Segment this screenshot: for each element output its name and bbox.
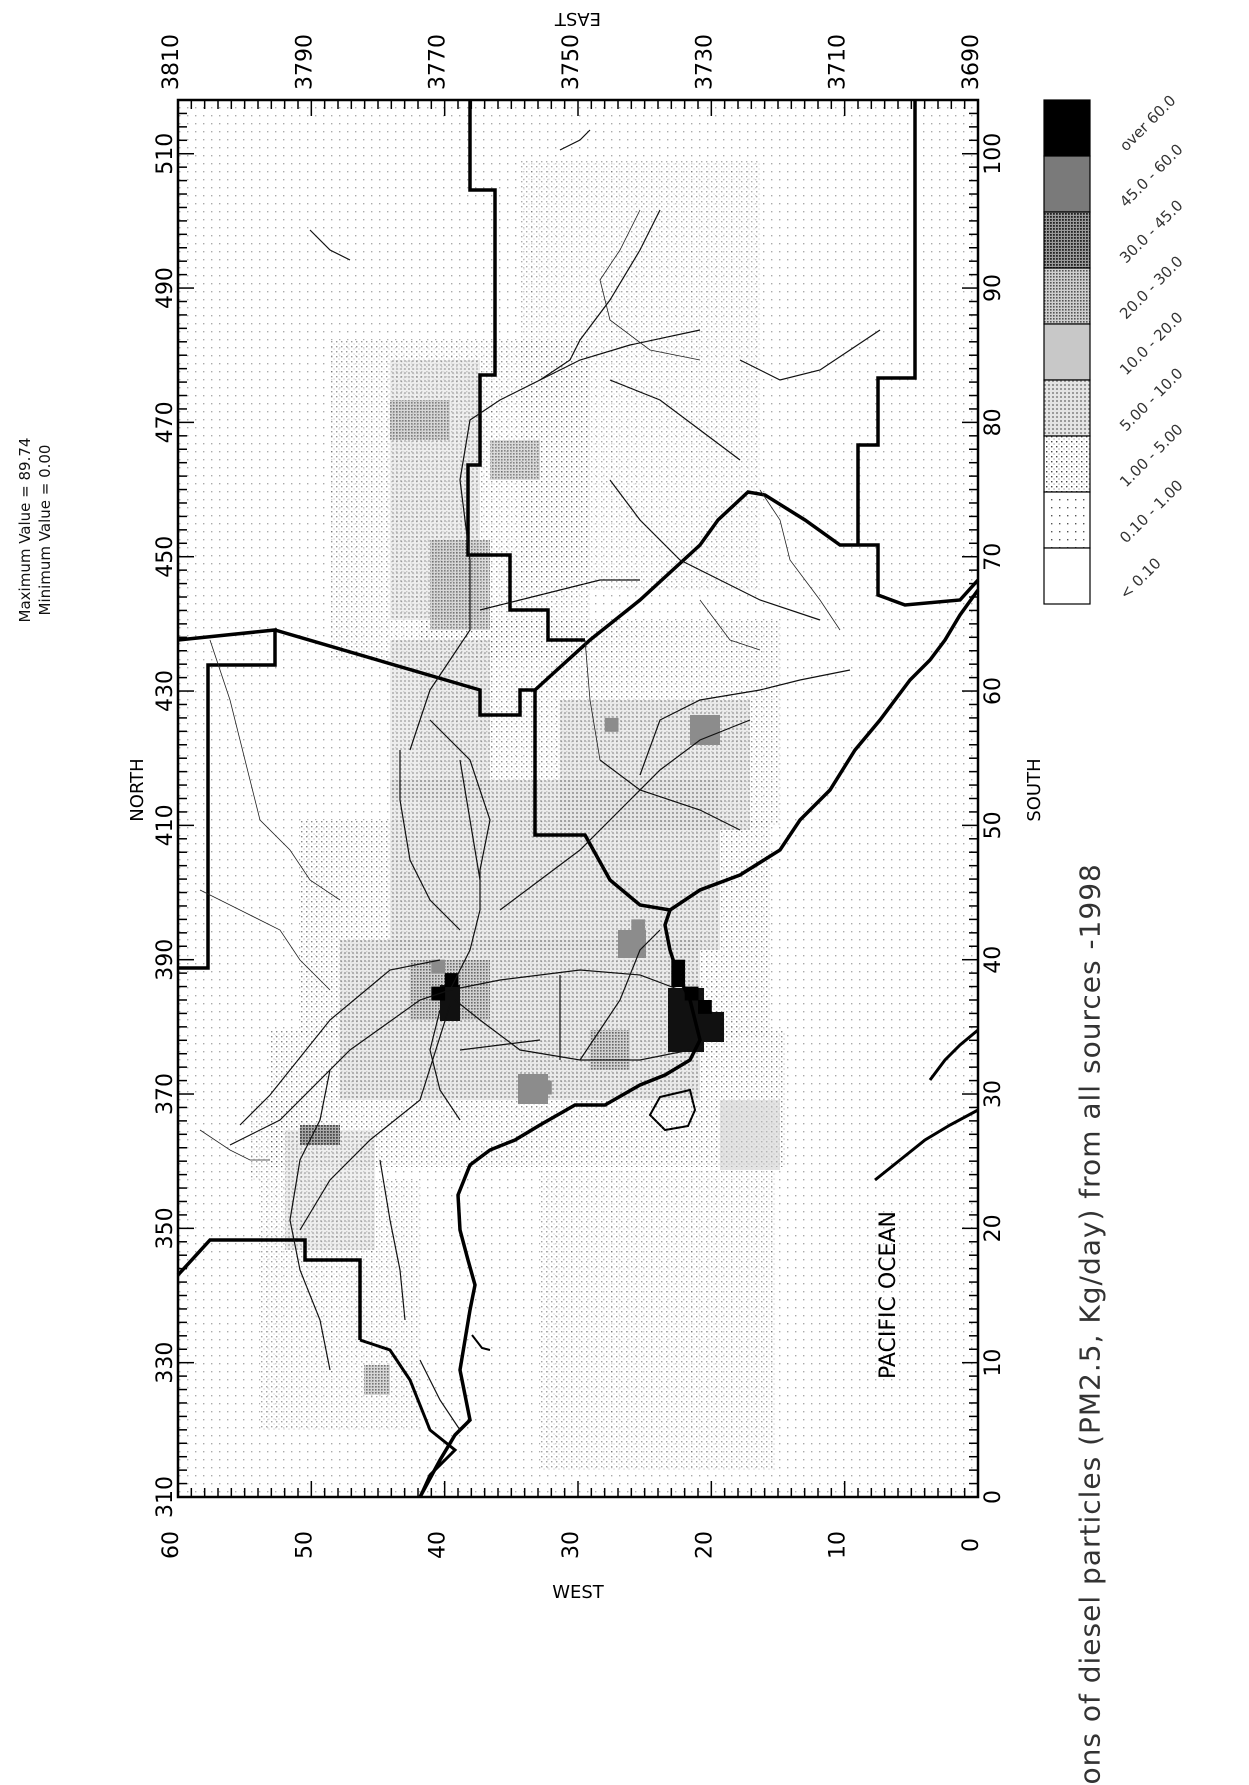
figure-caption: ons of diesel particles (PM2.5, Kg/day) …	[1073, 863, 1107, 1785]
hotspot-cell	[538, 1080, 552, 1095]
axis-tick-labels: 310 330 350 370 390 410 430 450 470 490 510 0 10 20 30…	[153, 34, 1006, 1559]
north-tick-label: 410	[153, 804, 178, 846]
south-tick-label: 100	[981, 133, 1006, 175]
south-tick-label: 20	[981, 1214, 1006, 1242]
north-label: NORTH	[127, 758, 148, 821]
hotspot-cell	[444, 973, 459, 987]
hotspot-cell	[631, 919, 646, 934]
road-network	[229, 129, 881, 1431]
north-tick-label: 350	[153, 1207, 178, 1249]
legend-swatch	[1043, 211, 1091, 269]
east-label: EAST	[554, 8, 601, 29]
west-tick-label: 50	[292, 1531, 317, 1559]
emission-cells	[178, 100, 978, 1497]
north-tick-label: 390	[153, 939, 178, 981]
north-tick-label: 310	[153, 1476, 178, 1518]
north-tick-label: 450	[153, 536, 178, 578]
south-tick-label: 60	[981, 677, 1006, 705]
west-tick-label: 20	[692, 1531, 717, 1559]
west-label: WEST	[552, 1582, 605, 1603]
west-tick-label: 0	[959, 1538, 984, 1552]
north-tick-label: 430	[153, 670, 178, 712]
legend: over 60.045.0 - 60.030.0 - 45.020.0 - 30…	[1043, 91, 1187, 605]
west-tick-label: 40	[426, 1531, 451, 1559]
emissions-grid-map: 310 330 350 370 390 410 430 450 470 490 510 0 10 20 30…	[127, 8, 1187, 1603]
legend-swatch	[1043, 491, 1091, 549]
south-tick-label: 40	[981, 946, 1006, 974]
map-figure-page: Maximum Value = 89.74 Minimum Value = 0.…	[16, 8, 1187, 1785]
south-tick-label: 70	[981, 543, 1006, 571]
hotspot-cell	[698, 1000, 712, 1014]
legend-swatch	[1043, 547, 1091, 605]
north-tick-label: 510	[153, 133, 178, 175]
water-courses	[199, 209, 841, 1161]
legend-swatch	[1043, 323, 1091, 381]
north-tick-label: 370	[153, 1073, 178, 1115]
legend-swatch	[1043, 435, 1091, 493]
north-tick-label: 490	[153, 267, 178, 309]
axis-tick-marks	[177, 99, 979, 1498]
south-tick-label: 10	[981, 1349, 1006, 1377]
legend-swatch	[1043, 267, 1091, 325]
legend-label: < 0.10	[1116, 554, 1165, 603]
south-tick-label: 30	[981, 1080, 1006, 1108]
north-tick-label: 470	[153, 401, 178, 443]
south-label: SOUTH	[1024, 758, 1045, 821]
east-tick-label: 3710	[826, 34, 851, 90]
east-tick-label: 3690	[959, 34, 984, 90]
south-tick-label: 80	[981, 408, 1006, 436]
county-boundaries	[176, 100, 980, 1498]
south-tick-label: 50	[981, 811, 1006, 839]
east-tick-label: 3730	[692, 34, 717, 90]
west-tick-label: 60	[159, 1531, 184, 1559]
legend-swatch	[1043, 99, 1091, 157]
hotspot-cell	[604, 717, 619, 732]
coastline	[418, 588, 980, 1498]
east-tick-label: 3810	[159, 34, 184, 90]
south-tick-label: 90	[981, 274, 1006, 302]
legend-swatch	[1043, 379, 1091, 437]
north-tick-label: 330	[153, 1342, 178, 1384]
east-tick-label: 3770	[426, 34, 451, 90]
legend-swatch	[1043, 155, 1091, 213]
east-tick-label: 3750	[559, 34, 584, 90]
west-tick-label: 30	[559, 1531, 584, 1559]
pacific-ocean-label: PACIFIC OCEAN	[876, 1211, 901, 1379]
east-tick-label: 3790	[292, 34, 317, 90]
south-tick-label: 0	[981, 1490, 1006, 1504]
hotspot-cell	[431, 959, 446, 974]
west-tick-label: 10	[826, 1531, 851, 1559]
